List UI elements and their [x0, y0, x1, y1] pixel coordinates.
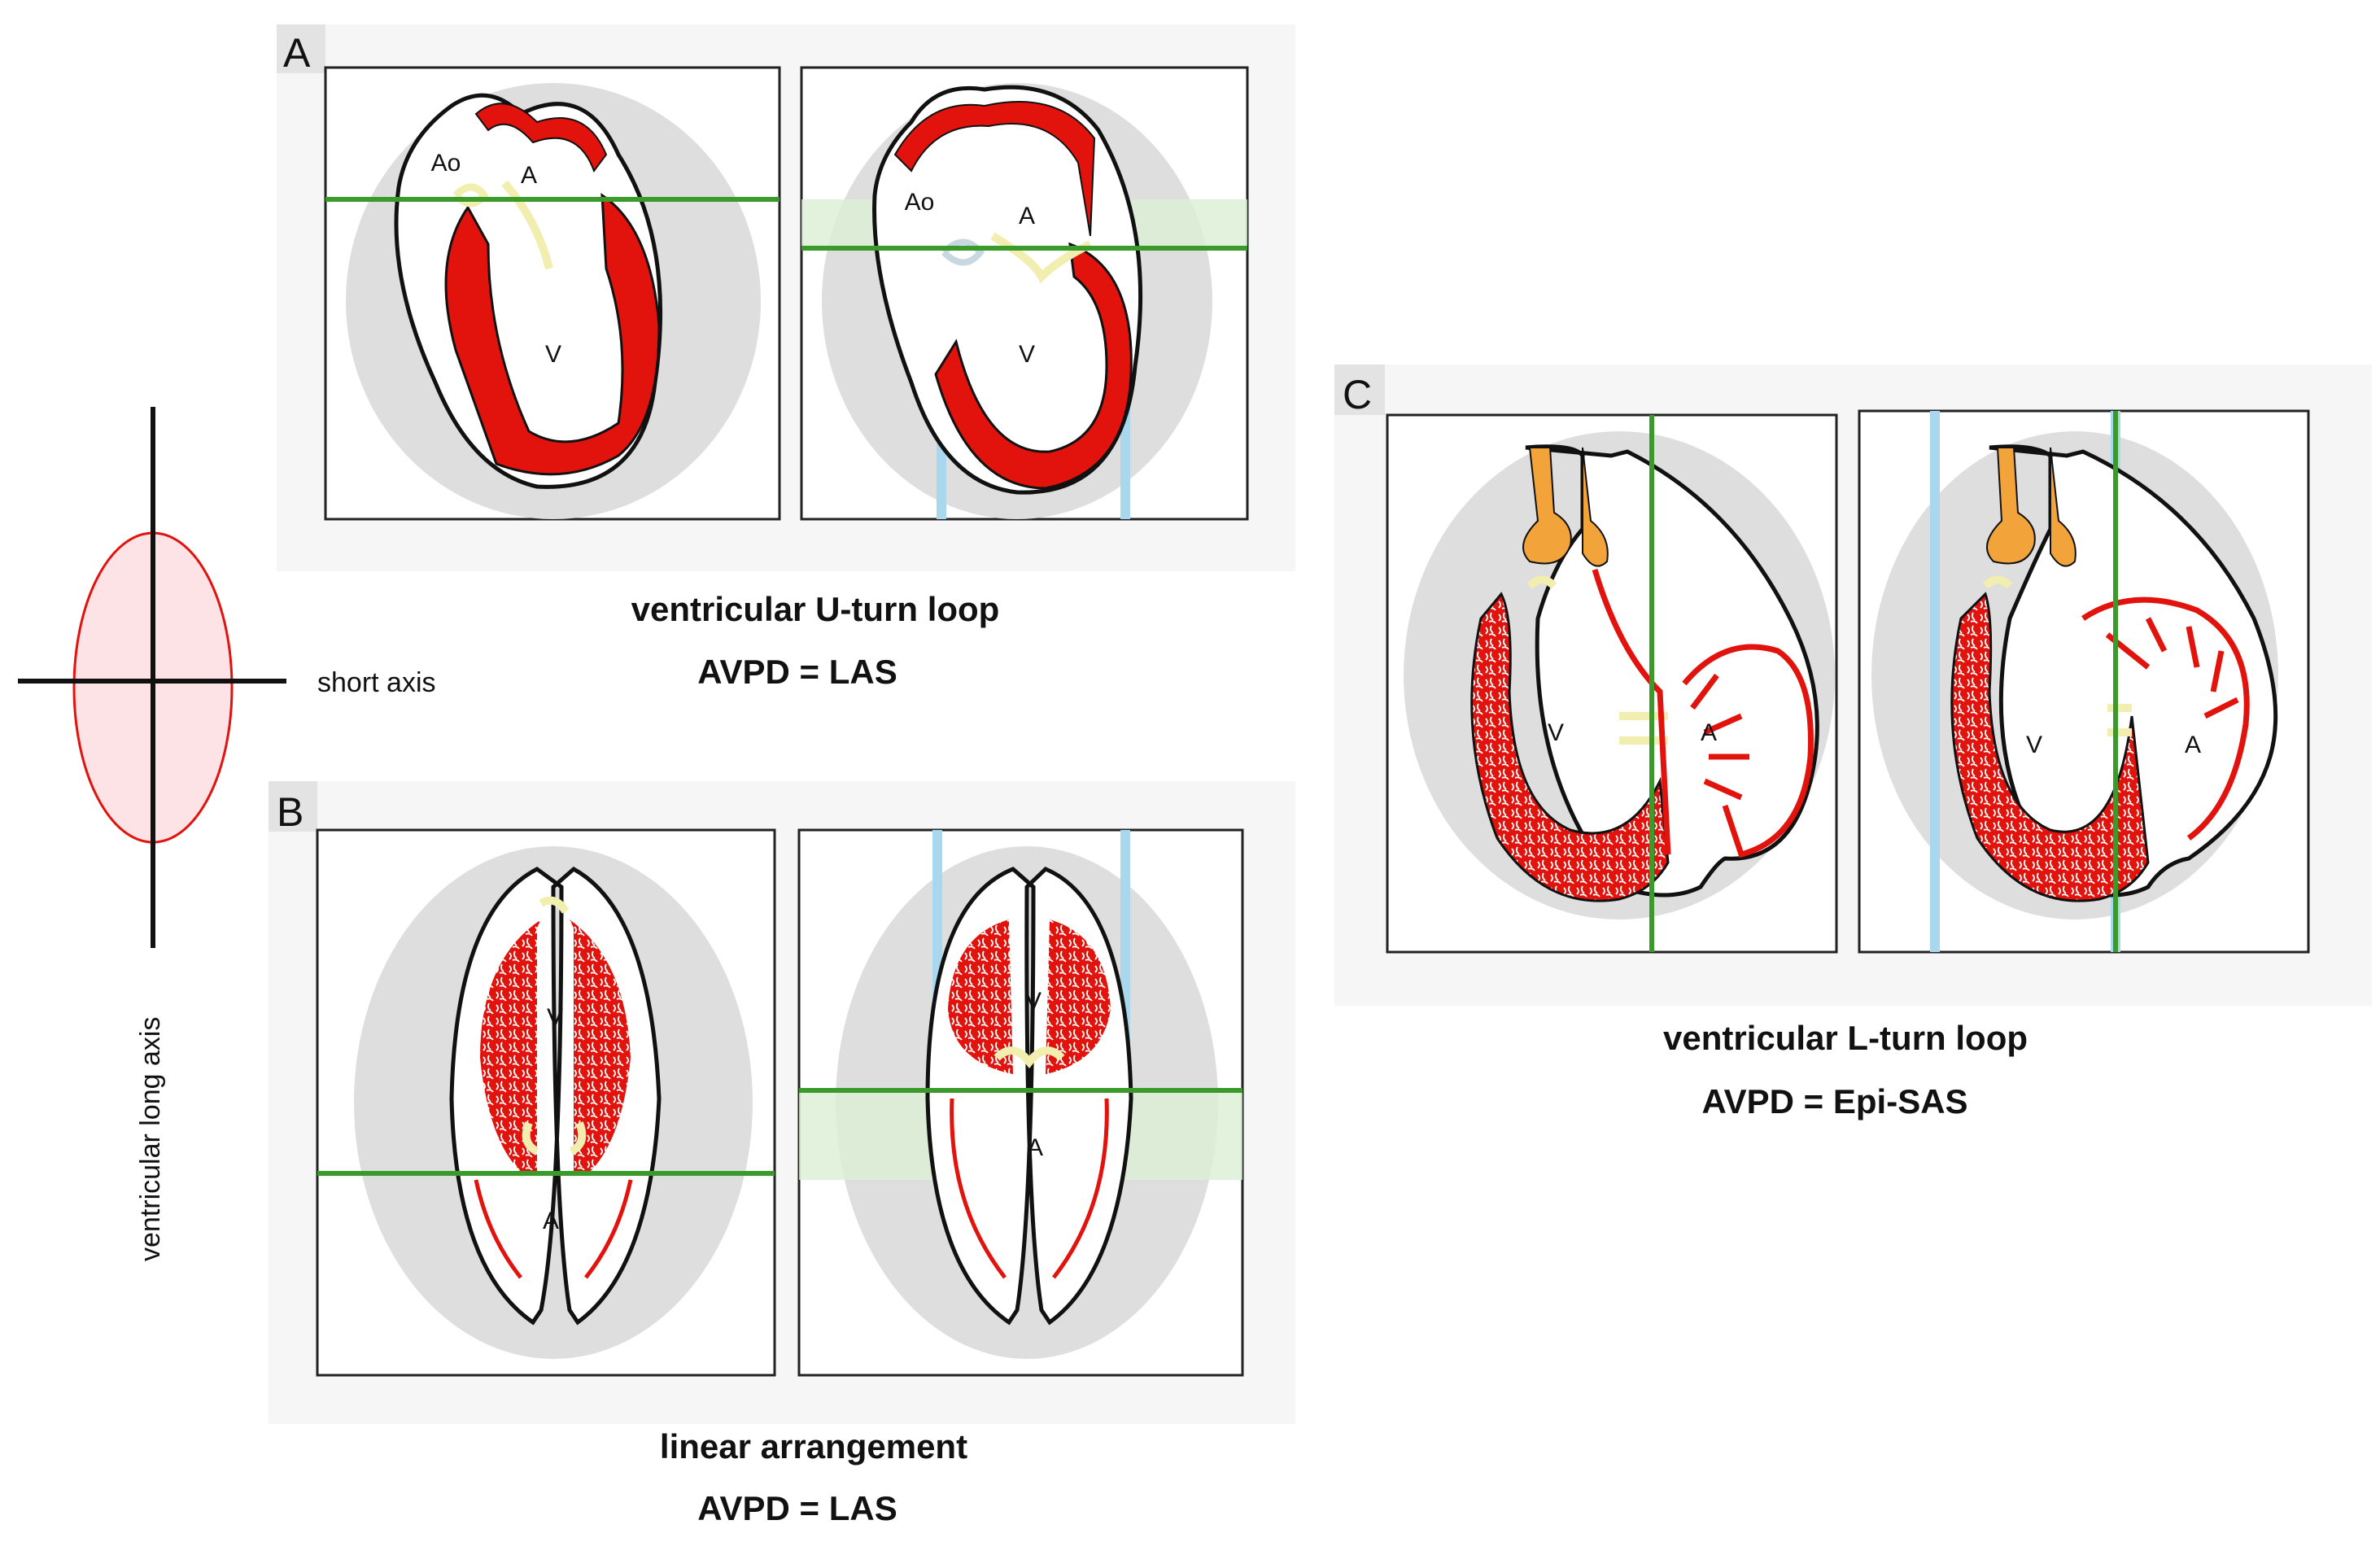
outflow-tract: [1986, 447, 2076, 567]
long-axis-label: ventricular long axis: [135, 1017, 166, 1261]
atrium-label: A: [2185, 732, 2201, 758]
septum: [1592, 568, 1671, 855]
atrium-label: A: [1019, 203, 1035, 229]
ventricle-trabeculae: [480, 920, 631, 1172]
outflow-cushion: [941, 238, 985, 266]
av-cushion: [1982, 575, 2132, 736]
atrium-label: A: [1701, 719, 1717, 746]
panel-a-caption-2: AVPD = LAS: [697, 653, 897, 691]
ventricle-label: V: [1025, 988, 1042, 1015]
atrium-wall: [1682, 644, 1814, 858]
panel-b-letter-box: [269, 781, 317, 832]
ventricle-trabeculae: [1470, 592, 1670, 902]
ventricle-trabeculae: [1950, 592, 2150, 902]
panel-c: C V A V A ventricular L-turn loop AVPD =…: [1334, 365, 2372, 1120]
av-cushion: [522, 896, 587, 1155]
av-cushion: [993, 1046, 1065, 1068]
panel-c-caption-2: AVPD = Epi-SAS: [1701, 1082, 1967, 1120]
panel-b-caption-1: linear arrangement: [660, 1427, 967, 1466]
atrium-wall: [893, 101, 1096, 237]
ventricle-label: V: [1019, 341, 1035, 368]
panel-b: B V A V A linear arrangement AVPD = LAS: [269, 781, 1295, 1527]
atrium-wall: [474, 103, 608, 173]
ventricle-trabeculae: [948, 920, 1111, 1074]
panel-a-letter: A: [283, 30, 311, 76]
atrium-wall: [950, 1098, 1109, 1279]
ventricle-label: V: [2026, 732, 2042, 758]
ventricle-label: V: [545, 341, 561, 368]
atrium-label: A: [521, 162, 537, 189]
panel-c-letter: C: [1343, 372, 1372, 417]
short-axis-label: short axis: [317, 667, 436, 698]
panel-c-letter-box: [1334, 365, 1385, 415]
atrium-label: A: [543, 1208, 559, 1234]
aorta-label: Ao: [905, 189, 935, 216]
axes-diagram: short axis ventricular long axis: [18, 407, 436, 1261]
aorta-label: Ao: [431, 150, 461, 177]
ventricle-myocardium: [934, 242, 1133, 490]
panel-a: A Ao A V Ao A V ventricular U-turn loop …: [277, 24, 1295, 691]
panel-c-caption-1: ventricular L-turn loop: [1663, 1019, 2028, 1057]
outflow-tract: [1522, 447, 1609, 567]
av-cushion: [501, 180, 553, 270]
panel-a-letter-box: [277, 24, 325, 73]
atrium-wall: [2081, 596, 2250, 841]
ventricle-label: V: [1548, 719, 1564, 746]
outflow-cushion: [452, 183, 489, 207]
panel-b-caption-2: AVPD = LAS: [697, 1489, 897, 1527]
panel-b-letter: B: [277, 789, 304, 835]
atrium-wall: [474, 1179, 633, 1279]
atrium-label: A: [1027, 1134, 1043, 1161]
ventricle-label: V: [547, 1004, 563, 1031]
panel-a-caption-1: ventricular U-turn loop: [631, 590, 1000, 628]
ventricle-myocardium: [444, 193, 661, 476]
